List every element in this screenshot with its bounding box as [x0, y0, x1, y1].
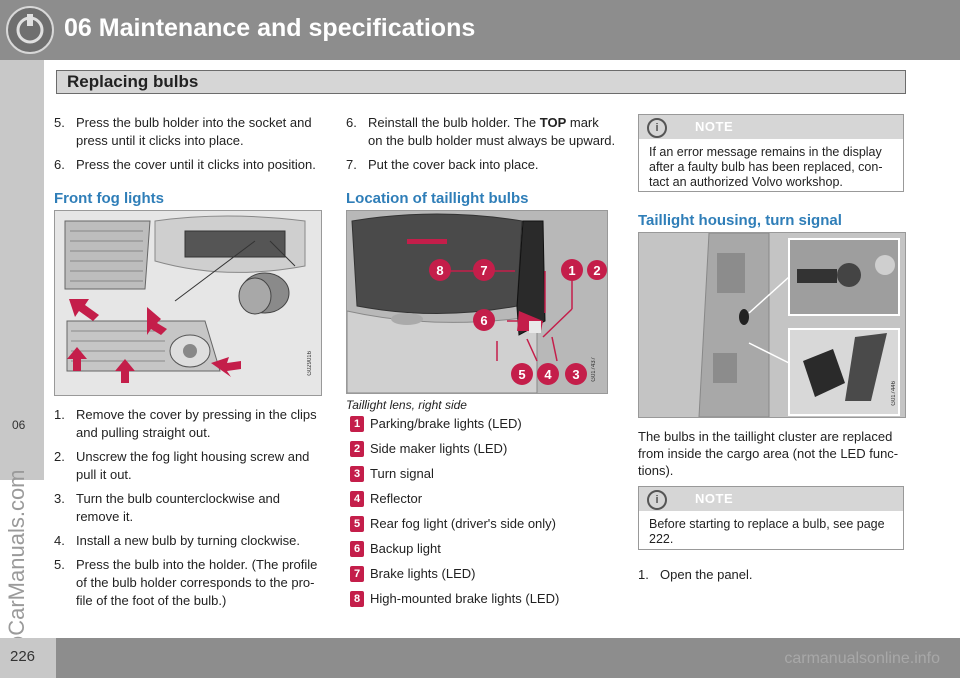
- heading-taillight-location: Location of taillight bulbs: [346, 190, 529, 207]
- step-item: 6.Press the cover until it clicks into p…: [54, 157, 316, 172]
- page-number-tab: 226: [0, 638, 56, 678]
- step-item: 5.Press the bulb into the holder. (The p…: [54, 557, 318, 608]
- chapter-header: 06 Maintenance and specifications: [0, 0, 960, 60]
- fog-light-figure: G029016: [54, 210, 322, 396]
- taillight-paragraph: The bulbs in the taillight cluster are r…: [638, 429, 899, 478]
- chapter-number: 06: [12, 418, 26, 432]
- note-box-before: i NOTE Before starting to replace a bulb…: [638, 486, 904, 550]
- page-number: 226: [10, 648, 36, 665]
- column-1-top: 5.Press the bulb holder into the socket …: [54, 114, 326, 180]
- info-icon: i: [647, 490, 667, 510]
- info-icon: i: [647, 118, 667, 138]
- step-item: 6.Reinstall the bulb holder. The TOP mar…: [346, 115, 616, 148]
- taillight-housing-figure: G017446: [638, 232, 906, 418]
- step-item: 4.Install a new bulb by turning clockwis…: [54, 533, 301, 548]
- step-item: 2.Unscrew the fog light housing screw an…: [54, 449, 310, 482]
- chapter-tab: 06: [0, 60, 44, 480]
- section-header: Replacing bulbs: [56, 70, 906, 94]
- step-item: 1.Remove the cover by pressing in the cl…: [54, 407, 317, 440]
- note-header: i NOTE: [639, 487, 903, 511]
- step-item: 5.Press the bulb holder into the socket …: [54, 115, 312, 148]
- note-text: Before starting to replace a bulb, see p…: [649, 517, 885, 546]
- figure-code: G029016: [307, 351, 313, 376]
- footer-site: carmanualsonline.info: [784, 650, 940, 667]
- heading-taillight-housing: Taillight housing, turn signal: [638, 212, 842, 229]
- figure-caption: Taillight lens, right side: [346, 398, 467, 412]
- section-title: Replacing bulbs: [67, 72, 199, 91]
- wrench-icon: [6, 6, 54, 54]
- note-header: i NOTE: [639, 115, 903, 139]
- step-item: 7.Put the cover back into place.: [346, 157, 539, 172]
- column-3-steps: 1.Open the panel.: [638, 566, 906, 590]
- page-footer: 226 carmanualsonline.info: [0, 638, 960, 678]
- step-item: 3.Turn the bulb counterclockwise and rem…: [54, 491, 281, 524]
- column-2-top: 6.Reinstall the bulb holder. The TOP mar…: [346, 114, 616, 180]
- heading-front-fog: Front fog lights: [54, 190, 164, 207]
- figure-code: G017446: [891, 381, 897, 406]
- watermark: ProCarManuals.com: [4, 469, 29, 670]
- step-item: 1.Open the panel.: [638, 567, 753, 582]
- taillight-figure: G017437: [346, 210, 608, 394]
- note-text: If an error message remains in the displ…: [649, 145, 883, 189]
- column-1-steps: 1.Remove the cover by pressing in the cl…: [54, 406, 326, 616]
- figure-code: G017437: [591, 357, 597, 382]
- chapter-title: 06 Maintenance and specifications: [64, 14, 476, 42]
- note-box-error: i NOTE If an error message remains in th…: [638, 114, 904, 192]
